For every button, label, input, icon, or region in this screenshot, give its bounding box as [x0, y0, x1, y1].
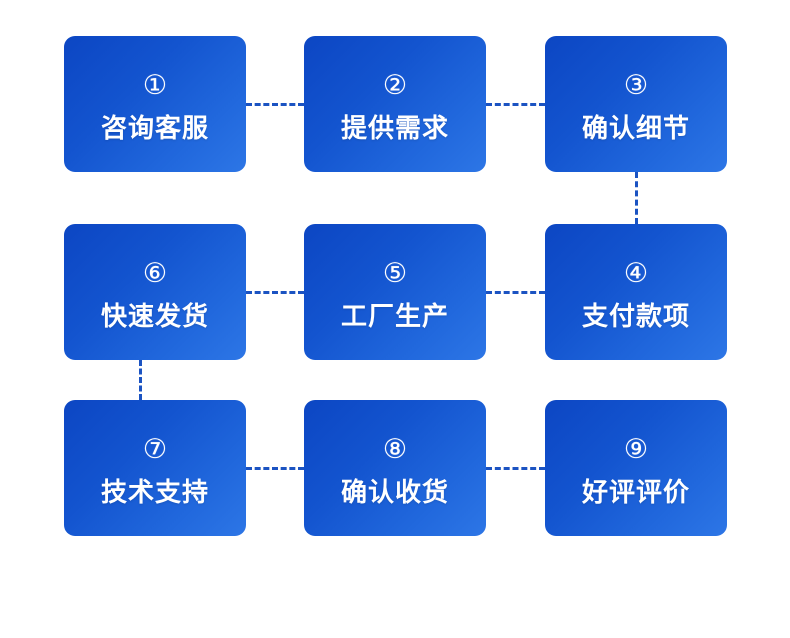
step-card-3[interactable]: ③ 确认细节	[545, 36, 727, 172]
step-card-5[interactable]: ⑤ 工厂生产	[304, 224, 486, 360]
step-number-badge-6: ⑥	[142, 258, 168, 289]
step-number-badge-8: ⑧	[382, 434, 408, 465]
step-number-badge-5: ⑤	[382, 258, 408, 289]
step-label-1: 咨询客服	[100, 114, 209, 144]
connector-step5-step4	[486, 291, 545, 294]
connector-step2-step3	[486, 103, 545, 106]
connector-step3-step4	[635, 172, 638, 224]
step-card-2[interactable]: ② 提供需求	[304, 36, 486, 172]
step-number-badge-2: ②	[382, 70, 408, 101]
step-card-1[interactable]: ① 咨询客服	[64, 36, 246, 172]
step-label-6: 快速发货	[100, 302, 209, 332]
step-number-badge-3: ③	[623, 70, 649, 101]
step-label-5: 工厂生产	[340, 302, 449, 332]
connector-step6-step5	[246, 291, 304, 294]
step-number-badge-9: ⑨	[623, 434, 649, 465]
step-card-7[interactable]: ⑦ 技术支持	[64, 400, 246, 536]
step-number-badge-1: ①	[142, 70, 168, 101]
connector-step7-step8	[246, 467, 304, 470]
step-label-7: 技术支持	[100, 478, 209, 508]
step-card-8[interactable]: ⑧ 确认收货	[304, 400, 486, 536]
step-label-9: 好评评价	[581, 478, 690, 508]
step-label-3: 确认细节	[581, 114, 690, 144]
step-number-badge-7: ⑦	[142, 434, 168, 465]
step-label-8: 确认收货	[340, 478, 449, 508]
connector-step8-step9	[486, 467, 545, 470]
step-label-4: 支付款项	[581, 302, 690, 332]
connector-step6-step7	[139, 360, 142, 400]
step-label-2: 提供需求	[340, 114, 449, 144]
step-number-badge-4: ④	[623, 258, 649, 289]
connector-step1-step2	[246, 103, 304, 106]
step-card-4[interactable]: ④ 支付款项	[545, 224, 727, 360]
step-card-9[interactable]: ⑨ 好评评价	[545, 400, 727, 536]
step-card-6[interactable]: ⑥ 快速发货	[64, 224, 246, 360]
